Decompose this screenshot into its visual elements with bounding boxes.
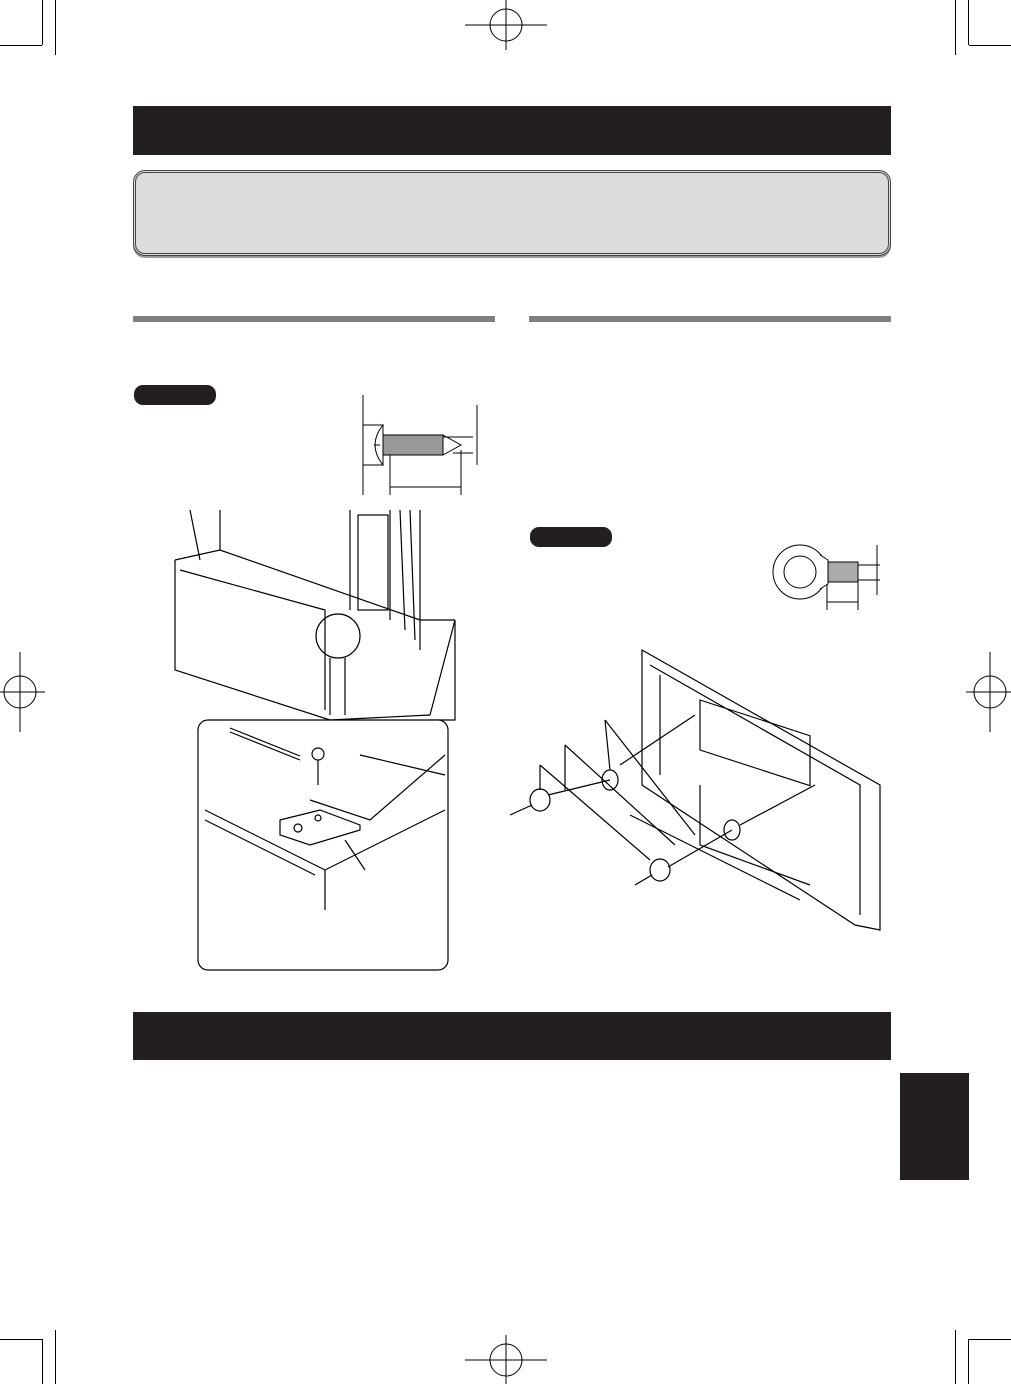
crosshair-icon [465,0,547,50]
label-pill-right [530,527,612,547]
section-header-bar [133,1012,891,1060]
subtitle-box [133,170,891,256]
section-rule-right [529,316,891,322]
crosshair-icon [465,1335,547,1384]
label-pill-left [134,385,216,405]
stand-mounting-illustration [174,510,456,971]
crosshair-icon [966,652,1011,732]
page-header-bar [133,106,891,155]
eyebolt-icon [772,544,880,610]
wood-screw-icon [362,395,478,495]
crosshair-icon [0,652,45,732]
section-rule-left [133,316,495,322]
side-tab [900,1073,969,1180]
wall-wire-illustration [509,648,881,931]
